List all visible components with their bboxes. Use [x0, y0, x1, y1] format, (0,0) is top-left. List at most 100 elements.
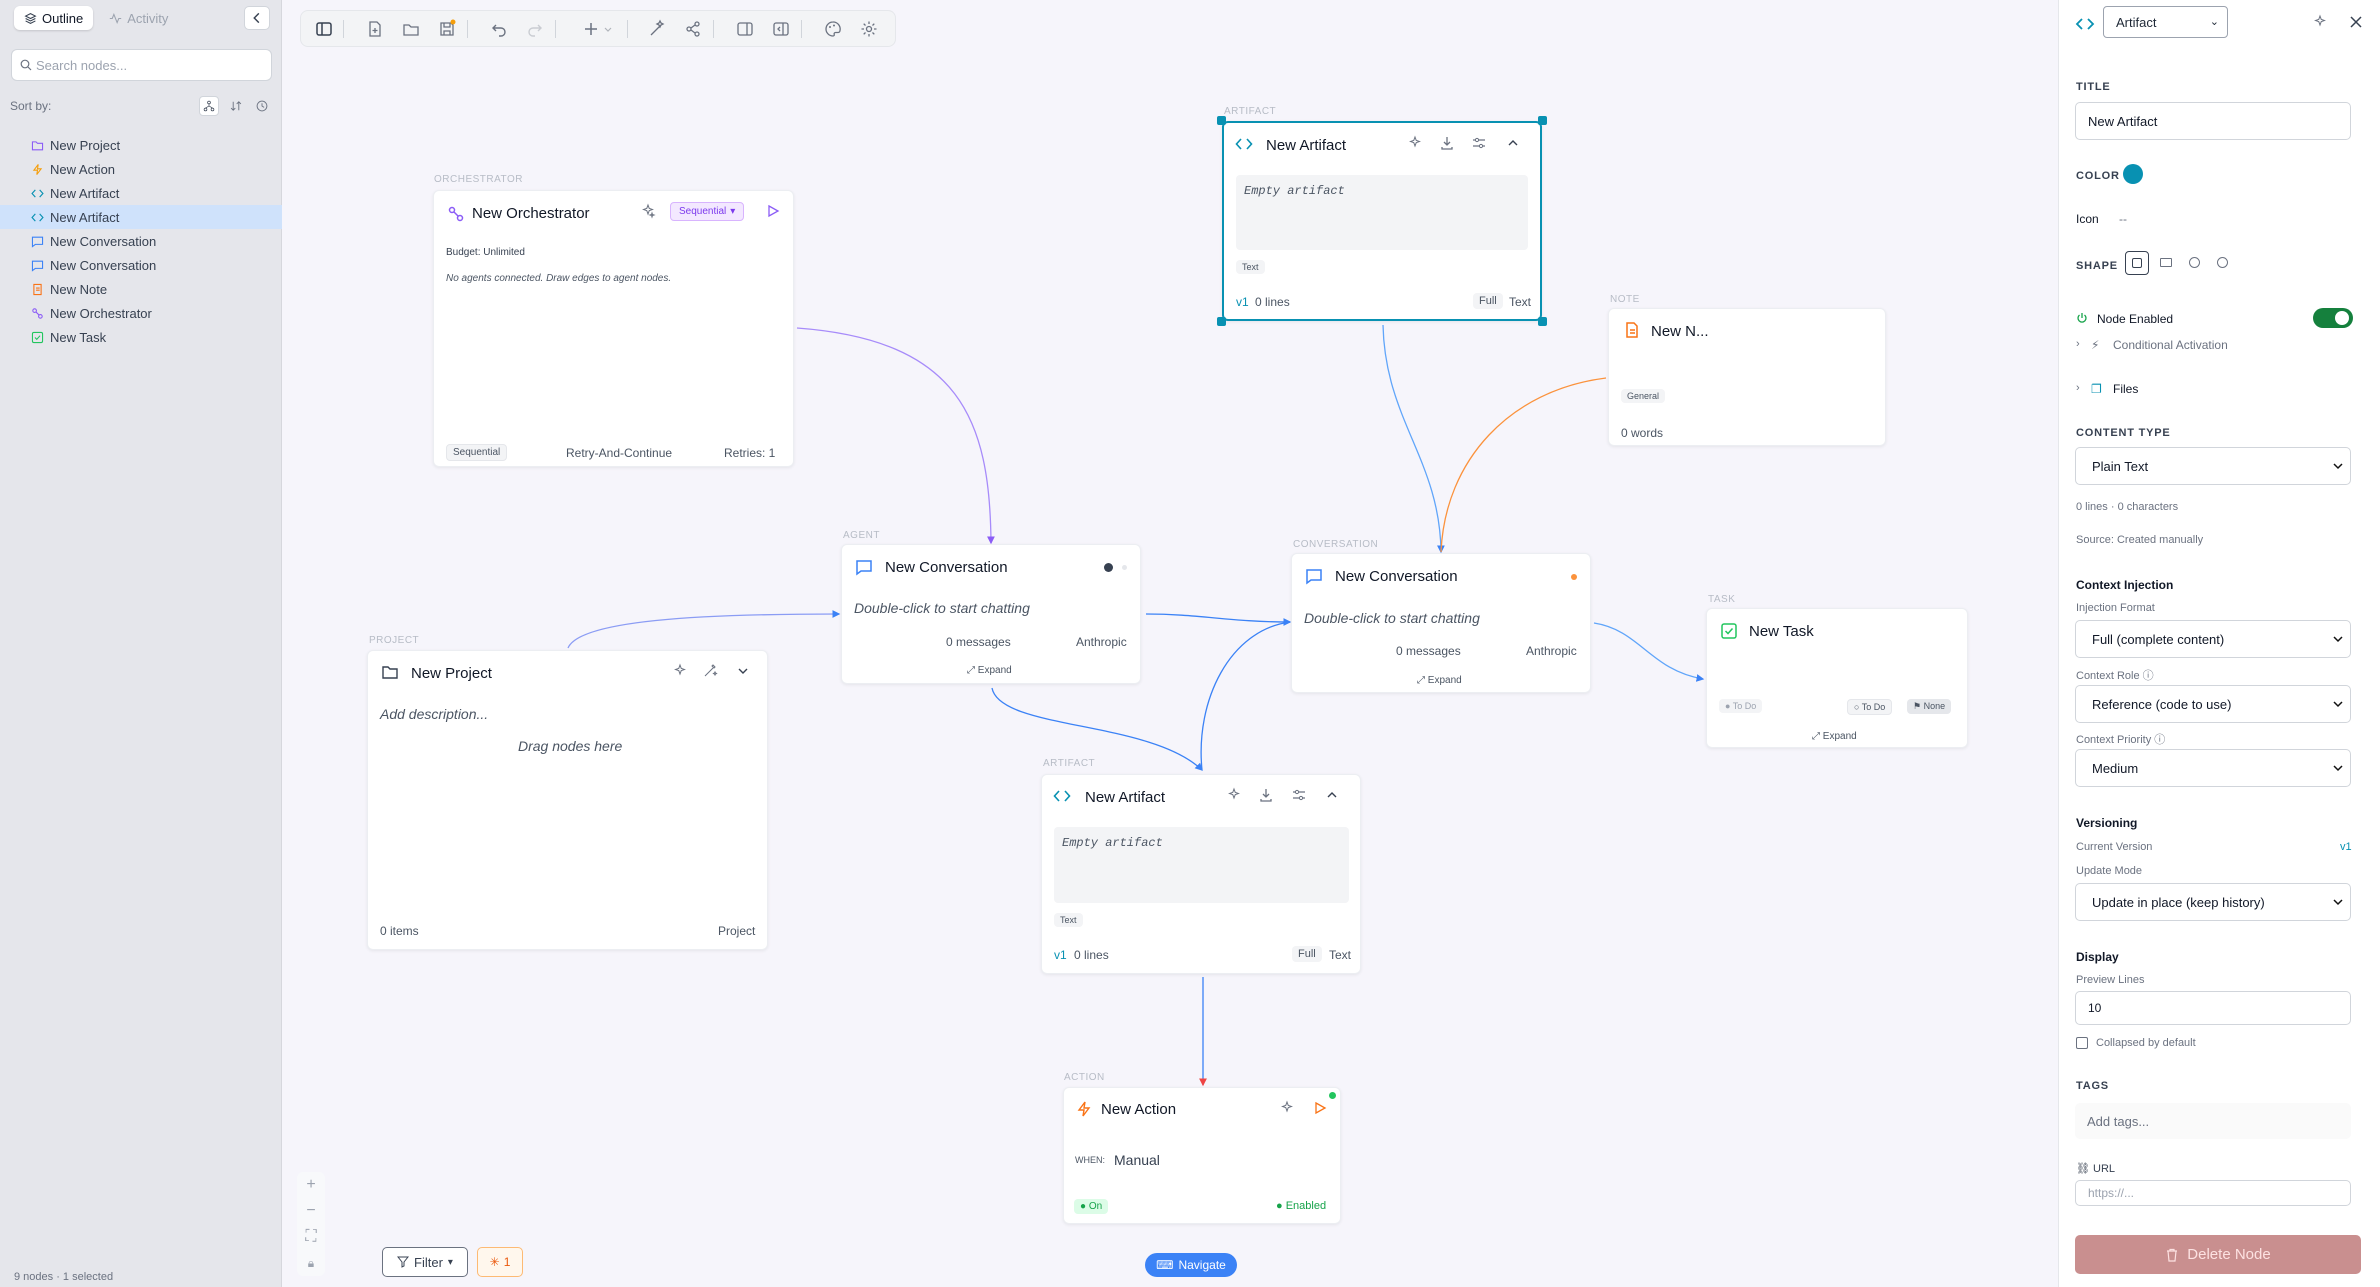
run-button[interactable]	[1312, 1100, 1328, 1116]
update-mode-select[interactable]: Update in place (keep history)	[2075, 883, 2351, 921]
orchestrator-node[interactable]: New Orchestrator Sequential▾ Budget: Unl…	[433, 190, 794, 467]
expand-button[interactable]: ⤢ Expand	[1417, 675, 1462, 686]
sparkle-icon[interactable]	[672, 663, 688, 679]
project-node[interactable]: New Project Add description... Drag node…	[367, 650, 768, 950]
files-section[interactable]: Files	[2113, 382, 2138, 396]
share-button[interactable]	[683, 19, 703, 39]
sparkle-icon[interactable]	[640, 203, 656, 219]
shape-square-option[interactable]	[2125, 251, 2149, 275]
sparkle-icon[interactable]	[1407, 135, 1423, 151]
resize-handle[interactable]	[1538, 317, 1547, 326]
tags-input[interactable]: Add tags...	[2075, 1103, 2351, 1139]
resize-handle[interactable]	[1538, 116, 1547, 125]
redo-button[interactable]	[525, 19, 545, 39]
node-enabled-toggle[interactable]	[2313, 308, 2353, 328]
ai-suggestions-button[interactable]: ✳ 1	[477, 1247, 523, 1277]
magic-wand-button[interactable]	[647, 19, 667, 39]
new-file-button[interactable]	[365, 19, 385, 39]
split-right-button[interactable]	[771, 19, 791, 39]
fit-view-button[interactable]: ⛶	[297, 1224, 325, 1250]
conversation-node[interactable]: New Conversation Double-click to start c…	[1291, 553, 1591, 693]
preview-lines-input[interactable]: 10	[2075, 991, 2351, 1025]
tree-item[interactable]: New Artifact	[0, 181, 282, 205]
zoom-out-button[interactable]: −	[297, 1198, 325, 1224]
sparkle-icon[interactable]	[1226, 787, 1242, 803]
agent-conversation-node[interactable]: New Conversation Double-click to start c…	[841, 544, 1141, 684]
task-node[interactable]: New Task ● To Do ○ To Do ⚑ None ⤢ Expand	[1706, 608, 1968, 748]
title-input[interactable]: New Artifact	[2075, 102, 2351, 140]
settings-button[interactable]	[859, 19, 879, 39]
sort-hierarchy-button[interactable]	[199, 96, 219, 116]
filter-button[interactable]: Filter ▾	[382, 1247, 468, 1277]
download-icon[interactable]	[1258, 787, 1274, 803]
shape-ellipse-option[interactable]	[2217, 257, 2228, 268]
chevron-right-icon[interactable]: ›	[2076, 338, 2080, 350]
resize-handle[interactable]	[1217, 317, 1226, 326]
tree-item[interactable]: New Project	[0, 133, 282, 157]
help-icon[interactable]: ⓘ	[2154, 734, 2165, 746]
download-icon[interactable]	[1439, 135, 1455, 151]
theme-button[interactable]	[823, 19, 843, 39]
resize-handle[interactable]	[1217, 116, 1226, 125]
context-priority-select[interactable]: Medium	[2075, 749, 2351, 787]
collapsed-checkbox[interactable]	[2076, 1037, 2088, 1049]
close-icon[interactable]	[2348, 14, 2364, 30]
tab-outline[interactable]: Outline	[14, 6, 93, 30]
navigate-button[interactable]: ⌨ Navigate	[1145, 1253, 1237, 1277]
node-type-select[interactable]: Artifact⌄	[2103, 6, 2228, 38]
chevron-right-icon[interactable]: ›	[2076, 382, 2080, 394]
note-node[interactable]: New N... General 0 words	[1608, 308, 1886, 446]
expand-button[interactable]: ⤢ Expand	[967, 665, 1012, 676]
url-input[interactable]: https://...	[2075, 1180, 2351, 1206]
color-swatch[interactable]	[2123, 164, 2143, 184]
priority-dropdown[interactable]: ⚑ None	[1907, 699, 1951, 714]
save-button[interactable]	[437, 19, 457, 39]
run-button[interactable]	[765, 203, 781, 219]
sliders-icon[interactable]	[1291, 787, 1307, 803]
task-status-dropdown[interactable]: ○ To Do	[1847, 699, 1892, 715]
open-button[interactable]	[401, 19, 421, 39]
injection-format-select[interactable]: Full (complete content)	[2075, 620, 2351, 658]
sparkle-icon[interactable]	[1279, 1100, 1295, 1116]
chevron-down-icon[interactable]	[735, 663, 751, 679]
help-icon[interactable]: ⓘ	[2143, 670, 2154, 682]
tree-item[interactable]: New Action	[0, 157, 282, 181]
chevron-up-icon[interactable]	[1505, 135, 1521, 151]
format-toggle[interactable]: Text	[1329, 948, 1351, 962]
chevron-up-icon[interactable]	[1324, 787, 1340, 803]
sort-recent-button[interactable]	[252, 96, 272, 116]
search-input[interactable]	[36, 58, 256, 73]
delete-node-button[interactable]: Delete Node	[2075, 1235, 2361, 1274]
on-toggle[interactable]: ● On	[1074, 1199, 1108, 1214]
format-toggle[interactable]: Text	[1509, 295, 1531, 309]
collapse-sidebar-button[interactable]	[244, 6, 270, 30]
sliders-icon[interactable]	[1471, 135, 1487, 151]
artifact-node[interactable]: New Artifact Empty artifact Text v1 0 li…	[1041, 774, 1361, 974]
split-left-button[interactable]	[735, 19, 755, 39]
project-description[interactable]: Add description...	[380, 706, 488, 722]
shape-rect-option[interactable]	[2160, 258, 2172, 267]
sparkle-icon[interactable]	[2312, 14, 2328, 30]
conditional-activation[interactable]: Conditional Activation	[2113, 338, 2228, 352]
context-role-select[interactable]: Reference (code to use)	[2075, 685, 2351, 723]
view-full-toggle[interactable]: Full	[1292, 946, 1322, 962]
artifact-node-selected[interactable]: New Artifact Empty artifact Text v1 0 li…	[1222, 121, 1542, 321]
tree-item[interactable]: New Conversation	[0, 229, 282, 253]
tree-item[interactable]: New Orchestrator	[0, 301, 282, 325]
view-full-toggle[interactable]: Full	[1473, 293, 1503, 309]
content-type-select[interactable]: Plain Text	[2075, 447, 2351, 485]
expand-button[interactable]: ⤢ Expand	[1812, 731, 1857, 742]
tree-item[interactable]: New Conversation	[0, 253, 282, 277]
tab-activity[interactable]: Activity	[99, 6, 178, 30]
lock-button[interactable]: 🔒︎	[297, 1250, 325, 1276]
mode-dropdown[interactable]: Sequential▾	[670, 202, 744, 221]
magic-icon[interactable]	[702, 663, 718, 679]
tree-item[interactable]: New Artifact	[0, 205, 282, 229]
add-node-button[interactable]	[581, 19, 615, 39]
zoom-in-button[interactable]: +	[297, 1172, 325, 1198]
icon-value[interactable]: --	[2119, 212, 2127, 226]
toggle-sidebar-button[interactable]	[314, 19, 334, 39]
undo-button[interactable]	[489, 19, 509, 39]
action-node[interactable]: New Action WHEN: Manual ● On ● Enabled	[1063, 1087, 1341, 1224]
tree-item[interactable]: New Note	[0, 277, 282, 301]
